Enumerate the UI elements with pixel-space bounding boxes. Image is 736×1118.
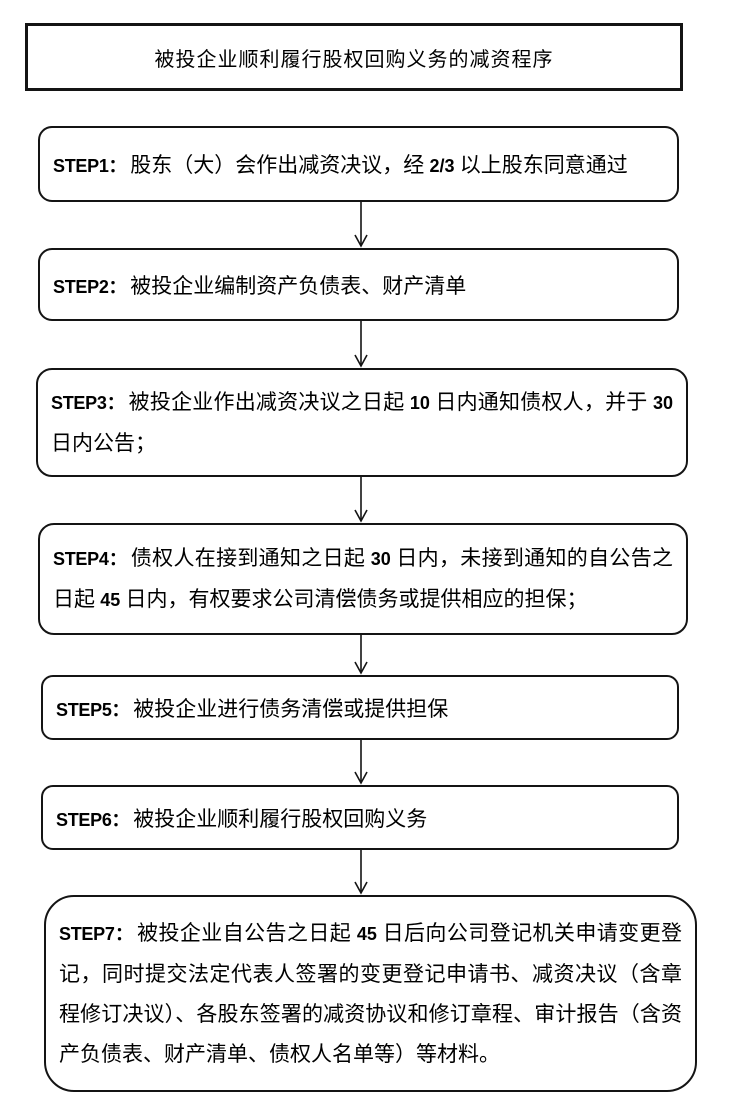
step-1-label: STEP1： (53, 156, 127, 176)
step-3-box: STEP3：被投企业作出减资决议之日起 10 日内通知债权人，并于 30 日内公… (36, 368, 688, 477)
step-1-text: STEP1：股东（大）会作出减资决议，经 2/3 以上股东同意通过 (53, 149, 664, 179)
connector-4 (352, 635, 370, 675)
step-7-text: STEP7：被投企业自公告之日起 45 日后向公司登记机关申请变更登记，同时提交… (59, 913, 682, 1074)
step-6-box: STEP6：被投企业顺利履行股权回购义务 (41, 785, 679, 850)
down-arrow-icon (354, 202, 368, 248)
step-5-box: STEP5：被投企业进行债务清偿或提供担保 (41, 675, 679, 740)
connector-6 (352, 850, 370, 895)
step-6-label: STEP6： (56, 809, 130, 830)
step-2-box: STEP2：被投企业编制资产负债表、财产清单 (38, 248, 679, 321)
connector-2 (352, 321, 370, 368)
connector-3 (352, 477, 370, 523)
down-arrow-icon (354, 477, 368, 523)
title-box: 被投企业顺利履行股权回购义务的减资程序 (25, 23, 683, 91)
step-2-body: 被投企业编制资产负债表、财产清单 (130, 273, 467, 298)
down-arrow-icon (354, 850, 368, 895)
step-7-body: 被投企业自公告之日起 45 日后向公司登记机关申请变更登记，同时提交法定代表人签… (59, 921, 682, 1066)
step-3-label: STEP3： (51, 393, 125, 413)
step-4-text: STEP4：债权人在接到通知之日起 30 日内，未接到通知的自公告之日起 45 … (53, 538, 673, 620)
step-1-body: 股东（大）会作出减资决议，经 2/3 以上股东同意通过 (130, 153, 628, 177)
step-2-text: STEP2：被投企业编制资产负债表、财产清单 (53, 270, 664, 300)
step-4-box: STEP4：债权人在接到通知之日起 30 日内，未接到通知的自公告之日起 45 … (38, 523, 688, 635)
down-arrow-icon (354, 321, 368, 368)
step-5-label: STEP5： (56, 699, 130, 720)
step-3-text: STEP3：被投企业作出减资决议之日起 10 日内通知债权人，并于 30 日内公… (51, 382, 673, 463)
step-3-body: 被投企业作出减资决议之日起 10 日内通知债权人，并于 30 日内公告； (51, 390, 674, 455)
down-arrow-icon (354, 740, 368, 785)
step-7-label: STEP7： (59, 924, 134, 944)
step-5-text: STEP5：被投企业进行债务清偿或提供担保 (56, 693, 664, 723)
step-1-box: STEP1：股东（大）会作出减资决议，经 2/3 以上股东同意通过 (38, 126, 679, 202)
step-6-text: STEP6：被投企业顺利履行股权回购义务 (56, 803, 664, 833)
connector-5 (352, 740, 370, 785)
connector-1 (352, 202, 370, 248)
step-4-label: STEP4： (53, 549, 127, 569)
step-6-body: 被投企业顺利履行股权回购义务 (133, 806, 428, 831)
step-5-body: 被投企业进行债务清偿或提供担保 (133, 696, 449, 721)
step-4-body: 债权人在接到通知之日起 30 日内，未接到通知的自公告之日起 45 日内，有权要… (53, 546, 674, 611)
down-arrow-icon (354, 635, 368, 675)
step-7-box: STEP7：被投企业自公告之日起 45 日后向公司登记机关申请变更登记，同时提交… (44, 895, 697, 1092)
flowchart-title: 被投企业顺利履行股权回购义务的减资程序 (154, 48, 554, 71)
step-2-label: STEP2： (53, 276, 127, 297)
